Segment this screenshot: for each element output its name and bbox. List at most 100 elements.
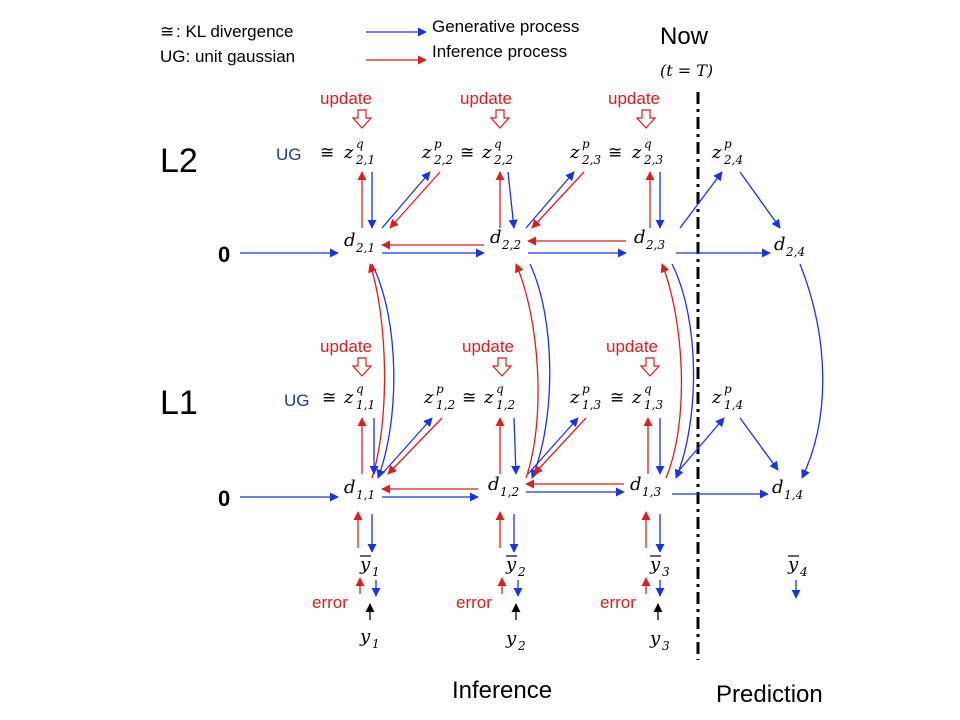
z-node-1-4-p-symbol: z [711,387,722,408]
z-node-1-2-q-symbol: z [483,387,494,408]
l1-kl-symbol-2: ≅ [462,388,476,408]
z-node-1-1-q-subscript: 1,1 [356,398,375,412]
l1-ug-kl-symbol: ≅ [322,388,336,408]
now-label: Now [660,23,709,50]
arrow-d13-to-d23-inf [660,263,683,479]
update-arrow-icon-5 [491,357,513,377]
d-node-2-1-subscript: 2,1 [355,241,375,255]
d-node-1-4-subscript: 1,4 [784,488,803,502]
z-node-2-1-q-symbol: z [343,142,354,163]
z-node-1-3-q-symbol: z [631,387,642,408]
z-node-2-3-q-superscript: q [644,137,652,151]
l2-kl-symbol-3: ≅ [608,143,622,163]
ybar-node-3-subscript: 3 [662,565,670,579]
arrow-z22-to-d22 [507,171,518,229]
update-label-1: update [320,89,372,108]
update-label-4: update [320,337,372,356]
d-node-2-4-symbol: d [774,234,786,255]
ug-legend-text: UG: unit gaussian [160,47,295,66]
z-node-1-4-p-subscript: 1,4 [724,398,743,412]
inference-legend-text: Inference process [432,42,567,61]
z-node-2-2-q-subscript: 2,2 [493,153,513,167]
d-node-2-1-symbol: d [344,230,356,251]
arrow-d23-to-z24p [679,171,723,229]
z-node-2-2-p-subscript: 2,2 [433,153,453,167]
ybar-node-4-subscript: 4 [799,565,808,579]
z-node-1-3-q-superscript: q [644,382,652,396]
update-arrow-icon-1 [351,109,373,129]
arrow-z23p-to-d22-inf [531,171,585,229]
level-l2-label: L2 [160,142,198,180]
d-node-2-3-symbol: d [634,227,646,248]
arrow-d11-to-d21-inf [368,263,386,479]
kl-legend-text: : KL divergence [176,22,294,41]
d-node-1-3-subscript: 1,3 [642,485,661,499]
arrow-z13p-to-d12-inf [533,417,587,475]
z-node-2-3-q-symbol: z [631,142,642,163]
z-node-1-1-q-superscript: q [356,382,364,396]
arrow-d11-to-z12p [381,417,433,475]
arrow-d21-to-d11 [371,263,395,479]
z-node-2-1-q-superscript: q [356,137,364,151]
ybar-node-1-symbol: y [359,554,371,575]
error-label-1: error [312,593,348,612]
arrow-d12-to-d22-inf [515,263,539,479]
z-node-2-4-p-subscript: 2,4 [723,153,743,167]
d-node-2-4-subscript: 2,4 [785,245,805,259]
z-node-2-2-q-symbol: z [481,142,492,163]
y-node-3-symbol: y [649,628,661,649]
z-node-1-3-p-superscript: p [582,382,590,396]
d-node-2-3-subscript: 2,3 [645,238,665,252]
arrow-z22p-to-d21-inf [389,171,441,229]
update-label-3: update [608,89,660,108]
l1-ug-label: UG [284,391,310,410]
z-node-2-3-q-subscript: 2,3 [643,153,663,167]
level-l1-label: L1 [160,384,198,422]
update-label-2: update [460,89,512,108]
d-node-2-2-symbol: d [490,227,502,248]
d-node-1-2-subscript: 1,2 [500,485,519,499]
l2-kl-symbol-2: ≅ [460,143,474,163]
d-node-1-1-symbol: d [344,477,356,498]
kl-symbol: ≅ [160,22,174,41]
z-node-1-4-p-superscript: p [724,382,732,396]
arrow-d13-to-z14p [675,417,725,475]
legend: ≅ : KL divergence UG: unit gaussian Gene… [160,17,579,66]
now-condition: (t = T) [660,61,713,80]
z-node-1-3-q-subscript: 1,3 [644,398,663,412]
z-node-1-2-q-subscript: 1,2 [496,398,515,412]
update-arrow-icon-4 [351,357,373,377]
arrow-d22-to-d12 [529,263,551,479]
y-node-2-symbol: y [505,628,517,649]
z-node-2-3-p-subscript: 2,3 [581,153,601,167]
error-label-2: error [456,593,492,612]
y-node-1-symbol: y [359,626,371,647]
z-node-1-2-p-symbol: z [423,387,434,408]
update-arrow-icon-2 [489,109,511,129]
arrow-z12p-to-d11-inf [387,417,443,475]
z-node-2-2-p-symbol: z [421,142,432,163]
d-node-2-2-subscript: 2,2 [501,238,521,252]
